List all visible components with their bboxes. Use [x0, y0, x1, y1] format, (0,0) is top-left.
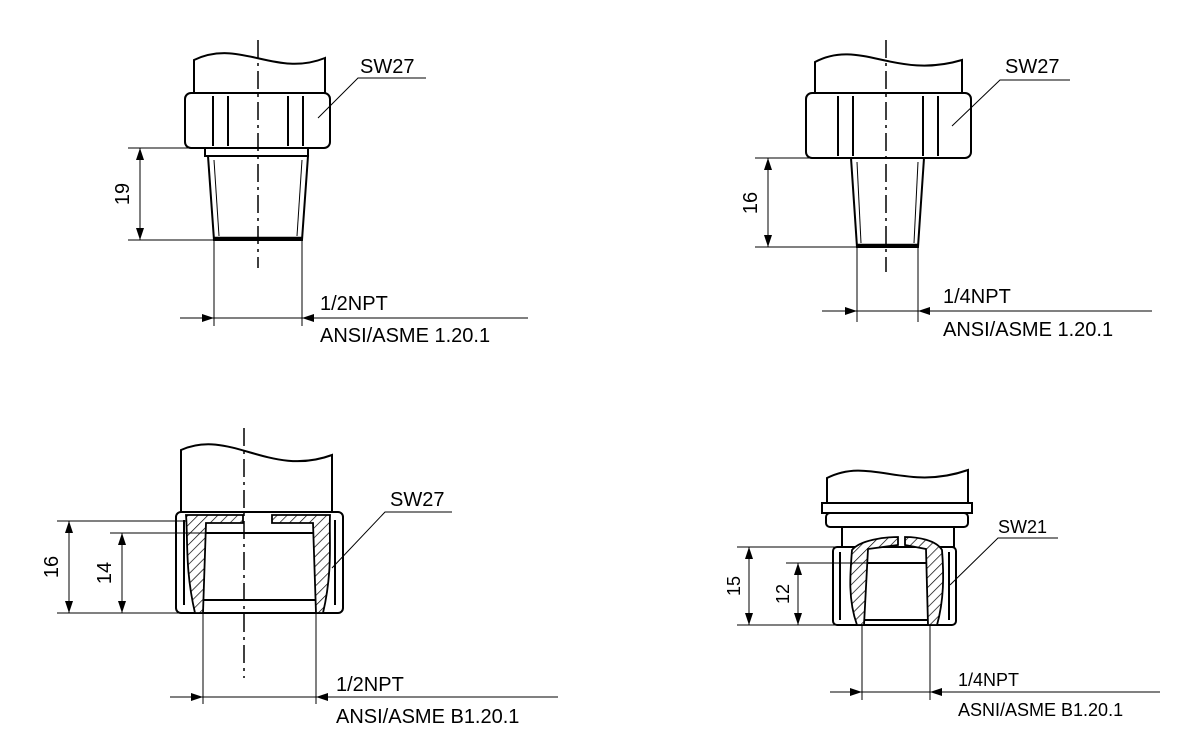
section-wall-right [271, 514, 331, 614]
arrowhead [118, 601, 126, 613]
arrowhead [918, 307, 930, 315]
arrowhead [65, 601, 73, 613]
arrowhead [136, 228, 144, 240]
drawing-bottom-left: SW27 16 14 1/2NPT ANSI/ASME B1.20.1 [41, 428, 558, 728]
arrowhead [794, 563, 802, 575]
arrowhead [316, 693, 328, 701]
arrowhead [745, 547, 753, 559]
body-break [814, 53, 963, 94]
section-wall-left [849, 536, 899, 626]
body-break [193, 52, 326, 94]
outer-height-label: 15 [724, 576, 744, 596]
wrench-label: SW27 [360, 56, 414, 78]
arrowhead [65, 521, 73, 533]
arrowhead [136, 148, 144, 160]
hex-nut [805, 92, 972, 159]
arrowhead [930, 688, 942, 696]
arrowhead [764, 235, 772, 247]
drawing-top-right: SW27 16 1/4NPT ANSI/ASME 1.20.1 [740, 40, 1152, 341]
wrench-label: SW21 [998, 517, 1047, 537]
drawing-bottom-right: SW21 15 12 1/4NPT ASNI/ASME B1.20.1 [724, 468, 1160, 720]
body-break [180, 443, 333, 513]
thread-taper [849, 157, 926, 248]
flange-ring [825, 512, 969, 528]
thread-line [913, 161, 919, 244]
hex-body [175, 511, 344, 614]
leader-line [331, 511, 452, 569]
section-wall-left [185, 514, 244, 614]
arrowhead [764, 158, 772, 170]
arrowhead [794, 613, 802, 625]
drawing-top-left: SW27 19 1/2NPT ANSI/ASME 1.20.1 [112, 40, 528, 347]
leader-line [949, 537, 1058, 586]
thread-line [856, 161, 862, 244]
thread-label: 1/2NPT [336, 674, 404, 696]
inner-height-label: 14 [94, 562, 116, 584]
collar [204, 147, 309, 157]
thread-label: 1/4NPT [943, 286, 1011, 308]
arrowhead [202, 314, 214, 322]
height-label: 16 [740, 192, 762, 214]
arrowhead [850, 688, 862, 696]
wrench-label: SW27 [390, 489, 444, 511]
arrowhead [745, 613, 753, 625]
outer-height-label: 16 [41, 556, 63, 578]
thread-line [296, 159, 303, 237]
arrowhead [191, 693, 203, 701]
standard-label: ANSI/ASME 1.20.1 [943, 319, 1113, 341]
standard-label: ANSI/ASME 1.20.1 [320, 325, 490, 347]
standard-label: ASNI/ASME B1.20.1 [958, 700, 1123, 720]
arrowhead [302, 314, 314, 322]
arrowhead [845, 307, 857, 315]
thread-label: 1/2NPT [320, 293, 388, 315]
inner-height-label: 12 [773, 584, 793, 604]
standard-label: ANSI/ASME B1.20.1 [336, 706, 519, 728]
section-wall-right [904, 536, 945, 626]
arrowhead [118, 533, 126, 545]
height-label: 19 [112, 183, 134, 205]
flange [821, 502, 973, 514]
leader-line [951, 79, 1070, 127]
thread-label: 1/4NPT [958, 670, 1019, 690]
body-break [826, 468, 969, 504]
thread-line [213, 159, 220, 237]
wrench-label: SW27 [1005, 56, 1059, 78]
leader-line [317, 77, 426, 119]
